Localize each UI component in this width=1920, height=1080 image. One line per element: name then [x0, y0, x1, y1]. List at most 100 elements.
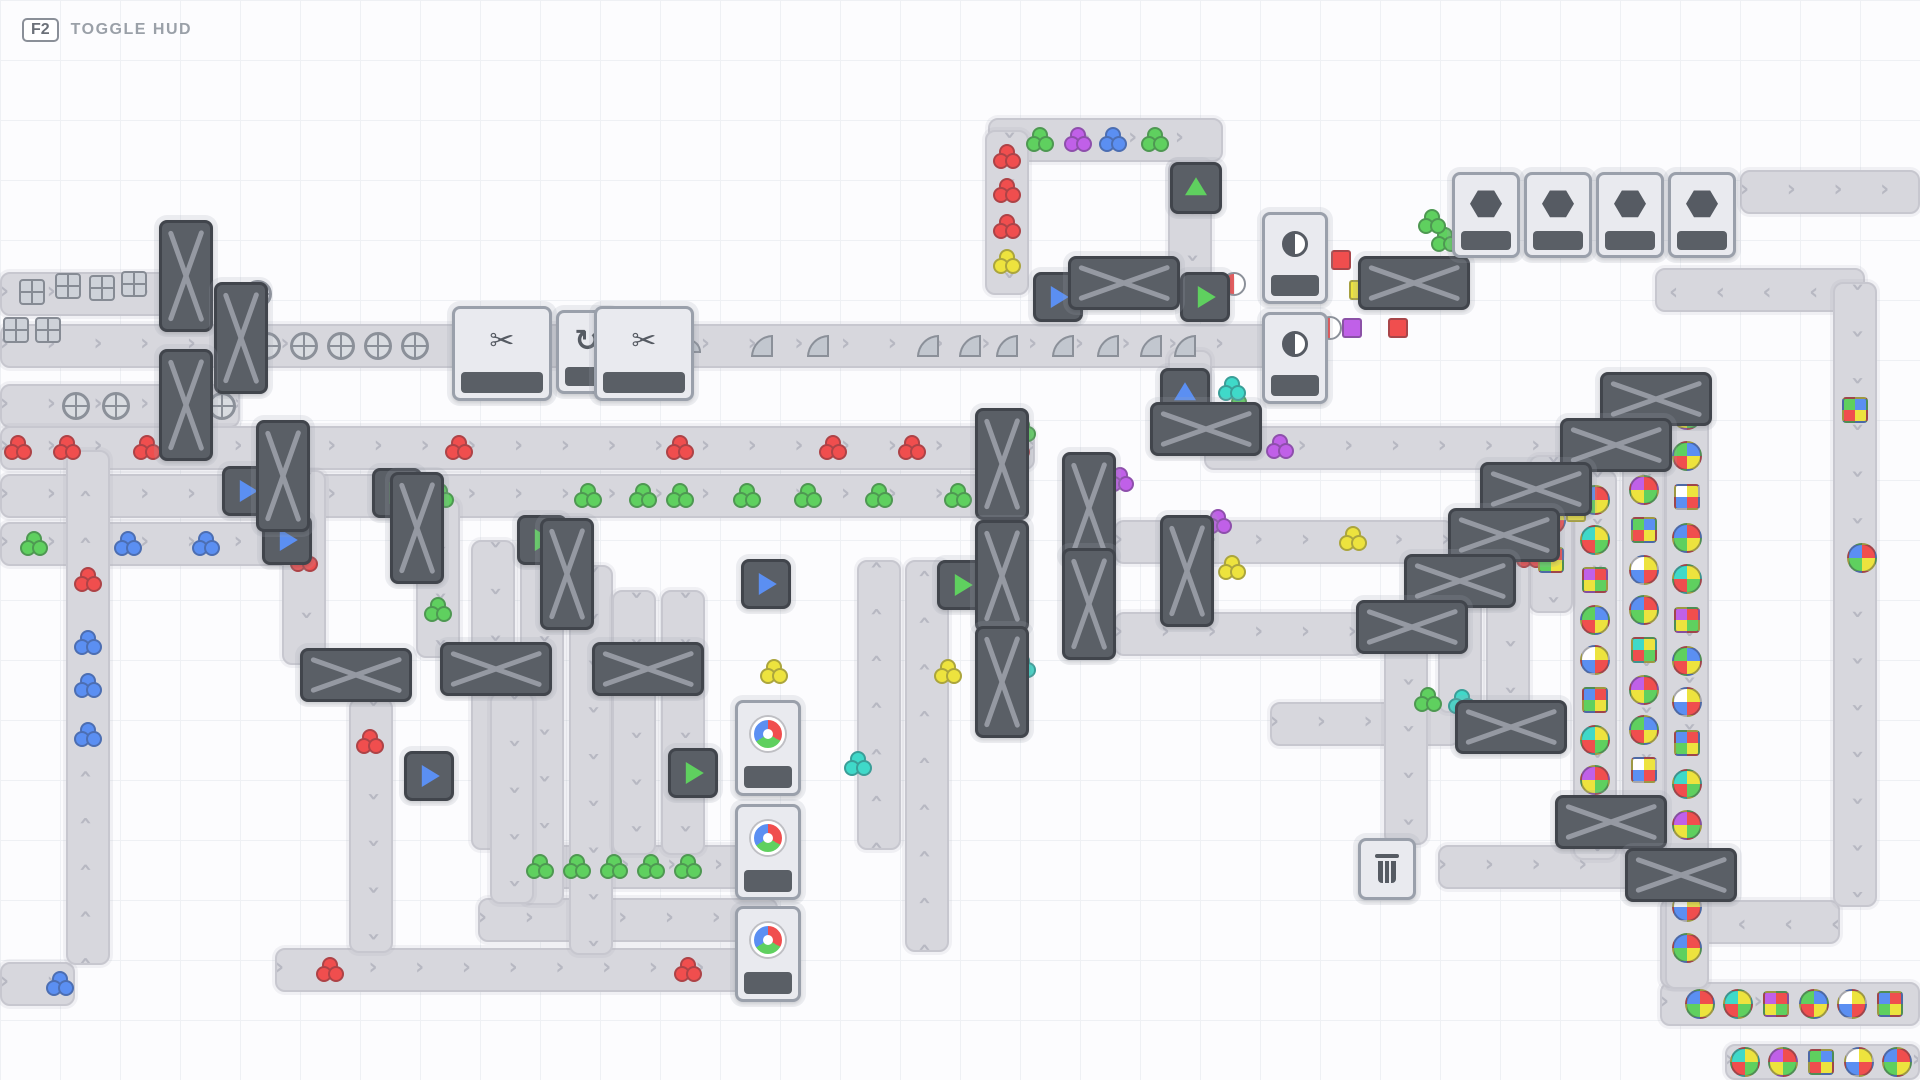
item-pinwheel	[1629, 715, 1659, 745]
mixer-machine[interactable]	[735, 906, 801, 1002]
trash-machine[interactable]	[1358, 838, 1416, 900]
stacker-machine[interactable]	[1596, 172, 1664, 258]
filter-direction-icon	[1050, 286, 1069, 308]
item-green-blob	[674, 854, 702, 880]
belt-segment[interactable]: › › › › › › › › ›	[612, 590, 656, 855]
item-pinwheel	[1799, 989, 1829, 1019]
stacker-machine[interactable]	[1452, 172, 1520, 258]
balancer-machine[interactable]	[390, 472, 444, 584]
stacker-machine[interactable]	[1668, 172, 1736, 258]
item-red-blob	[53, 435, 81, 461]
balancer-machine[interactable]	[975, 408, 1029, 520]
item-purple-blob	[1266, 434, 1294, 460]
mixer-center-dot	[763, 832, 773, 843]
item-qsquare	[1808, 1049, 1834, 1075]
balancer-machine[interactable]	[1062, 548, 1116, 660]
item-qsquare	[1631, 517, 1657, 543]
belt-segment[interactable]: › › › › › › › › › › › › › › › › › › › › …	[0, 474, 1025, 518]
balancer-machine[interactable]	[975, 520, 1029, 632]
item-red-blob	[993, 144, 1021, 170]
item-cross	[401, 332, 429, 360]
belt-segment[interactable]: › › › › › › ›	[1655, 268, 1865, 312]
item-green-blob	[424, 597, 452, 623]
item-pinwheel	[1847, 543, 1877, 573]
item-pinwheel	[1580, 765, 1610, 795]
balancer-machine[interactable]	[1555, 795, 1667, 849]
balancer-machine[interactable]	[1068, 256, 1180, 310]
cutter-machine[interactable]: ✂	[594, 306, 694, 401]
belt-segment[interactable]: › › › › › ›	[1740, 170, 1920, 214]
trash-lid-icon	[1375, 854, 1399, 858]
item-blue-blob	[74, 673, 102, 699]
stacker-hexagon-icon	[1614, 190, 1646, 218]
belt-segment[interactable]: › › › › ›	[1700, 900, 1840, 944]
balancer-machine[interactable]	[440, 642, 552, 696]
mixer-machine[interactable]	[735, 700, 801, 796]
belt-segment[interactable]: › › › › › › ›	[490, 692, 534, 904]
belt-segment[interactable]: › › › › › › › › ›	[661, 590, 705, 855]
balancer-machine[interactable]	[1150, 402, 1262, 456]
filter-machine[interactable]	[741, 559, 791, 609]
stacker-machine[interactable]	[1524, 172, 1592, 258]
machine-base	[1677, 230, 1727, 250]
item-pinwheel	[1768, 1047, 1798, 1077]
belt-segment[interactable]: › › › › › › › › › › › › › › › › › › › › …	[1833, 282, 1877, 907]
belt-arrows: › › › › › › ›	[1396, 630, 1421, 845]
balancer-machine[interactable]	[300, 648, 412, 702]
belt-segment[interactable]: › › › › › › › › › ›	[478, 898, 778, 942]
balancer-machine[interactable]	[256, 420, 310, 532]
balancer-machine[interactable]	[1358, 256, 1470, 310]
balancer-machine[interactable]	[159, 220, 213, 332]
belt-arrows: › › › › › › › › › › › › › › › › › › › › …	[1845, 282, 1870, 907]
item-red-blob	[898, 435, 926, 461]
belt-segment[interactable]: › › › › › › › › › › › › ›	[569, 565, 613, 955]
filter-machine[interactable]	[1170, 162, 1222, 214]
color-mixer-icon	[751, 716, 785, 751]
balancer-machine[interactable]	[1625, 848, 1737, 902]
balancer-machine[interactable]	[540, 518, 594, 630]
balancer-machine[interactable]	[1600, 372, 1712, 426]
filter-machine[interactable]	[404, 751, 454, 801]
belt-segment[interactable]: › › › › › › › › › › › › ›	[905, 560, 949, 952]
filter-direction-icon	[954, 574, 973, 596]
mixer-center-dot	[763, 934, 773, 945]
balancer-machine[interactable]	[592, 642, 704, 696]
balancer-machine[interactable]	[214, 282, 268, 394]
item-pinwheel	[1580, 645, 1610, 675]
item-qsquare	[1674, 484, 1700, 510]
balancer-machine[interactable]	[1455, 700, 1567, 754]
color-mixer-icon	[751, 922, 785, 957]
machine-base	[1271, 275, 1319, 296]
balancer-machine[interactable]	[1062, 452, 1116, 564]
mixer-machine[interactable]	[735, 804, 801, 900]
cutter-machine[interactable]: ✂	[452, 306, 552, 401]
balancer-machine[interactable]	[975, 626, 1029, 738]
belt-arrows: › › › › › › › › › › › › ›	[912, 560, 937, 952]
painter-machine[interactable]	[1262, 312, 1328, 404]
belt-segment[interactable]: › › › › › › ›	[1438, 845, 1638, 889]
belt-arrows: › › › › › › › › › ›	[0, 529, 303, 554]
belt-segment[interactable]: › › › › › › › › › ›	[0, 522, 305, 566]
belt-segment[interactable]: › › › › › › › ›	[1114, 612, 1364, 656]
item-yellow-blob	[993, 249, 1021, 275]
belt-segment[interactable]: › › › › › › › › › › › › › › › › ›	[66, 450, 110, 965]
filter-machine[interactable]	[1180, 272, 1230, 322]
balancer-machine[interactable]	[1356, 600, 1468, 654]
belt-segment[interactable]: › › › › › › › › ›	[1660, 982, 1920, 1026]
item-green-blob	[526, 854, 554, 880]
item-qsquare	[1631, 757, 1657, 783]
balancer-machine[interactable]	[1160, 515, 1214, 627]
belt-segment[interactable]: › › › › › › ›	[1384, 630, 1428, 845]
belt-segment[interactable]: › › › › › › › › › ›	[857, 560, 901, 850]
item-pinwheel	[1837, 989, 1867, 1019]
scissors-icon: ✂	[631, 323, 657, 359]
balancer-machine[interactable]	[159, 349, 213, 461]
painter-machine[interactable]	[1262, 212, 1328, 304]
filter-machine[interactable]	[668, 748, 718, 798]
belt-arrows: › › › › › ›	[1740, 177, 1918, 202]
filter-direction-icon	[758, 573, 777, 595]
balancer-machine[interactable]	[1480, 462, 1592, 516]
item-pinwheel	[1672, 687, 1702, 717]
item-pinwheel	[1629, 555, 1659, 585]
